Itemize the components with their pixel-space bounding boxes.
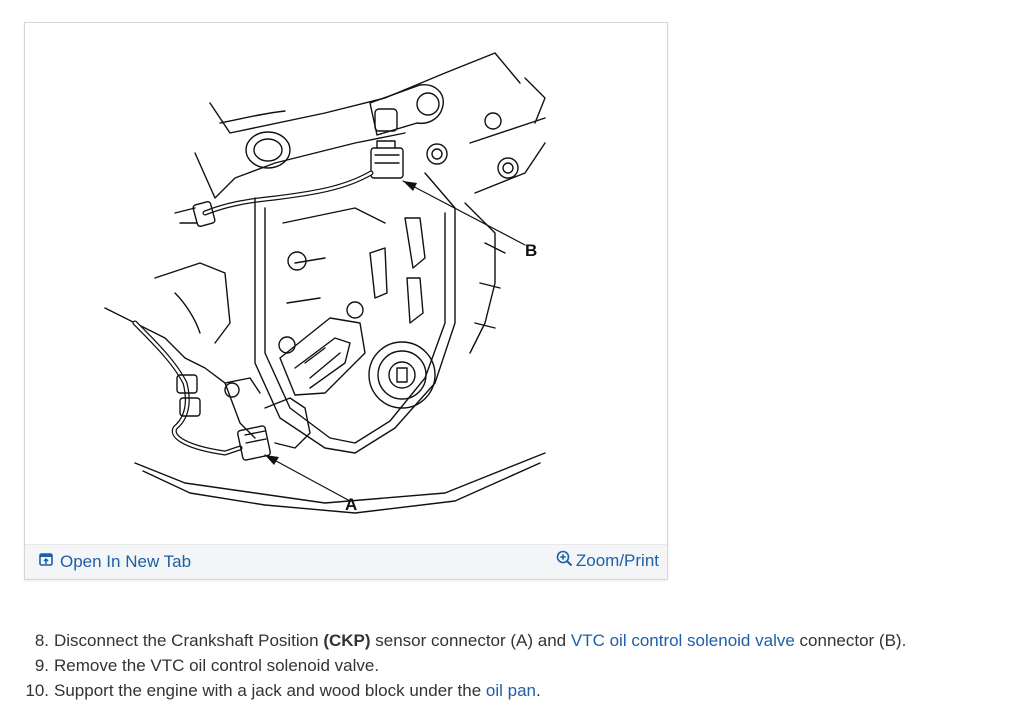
- figure-toolbar: Open In New Tab Zoom/Print: [25, 544, 667, 579]
- callout-b: B: [525, 241, 537, 260]
- step-text: sensor connector (A) and: [370, 631, 571, 650]
- open-in-new-tab-link[interactable]: Open In New Tab: [39, 552, 191, 572]
- figure-card: B A Open In New Tab Zoom/Print: [24, 22, 668, 580]
- step-number: 8.: [34, 631, 49, 650]
- open-new-tab-icon: [39, 552, 54, 572]
- step-bold-text: (CKP): [323, 631, 371, 650]
- step-text: .: [536, 681, 541, 700]
- zoom-print-label: Zoom/Print: [575, 551, 659, 570]
- step-9: 9. Remove the VTC oil control solenoid va…: [27, 653, 906, 678]
- callout-a: A: [345, 495, 357, 514]
- open-in-new-tab-label: Open In New Tab: [60, 552, 192, 571]
- step-number: 10.: [25, 681, 49, 700]
- oil-pan-link[interactable]: oil pan: [485, 681, 537, 700]
- step-text: connector (B).: [794, 631, 907, 650]
- step-8: 8. Disconnect the Crankshaft Position (CK…: [27, 628, 907, 653]
- vtc-valve-link[interactable]: VTC oil control solenoid valve: [570, 631, 795, 650]
- engine-diagram: B A: [104, 52, 546, 514]
- step-10: 10. Support the engine with a jack and wo…: [22, 678, 906, 703]
- step-text: Remove the VTC oil control solenoid valv…: [54, 656, 380, 675]
- step-number: 9.: [34, 656, 49, 675]
- step-text: Support the engine with a jack and wood …: [54, 681, 486, 700]
- zoom-print-link[interactable]: Zoom/Print: [556, 550, 659, 572]
- step-text: Disconnect the Crankshaft Position: [54, 631, 324, 650]
- zoom-in-icon: [556, 550, 573, 572]
- procedure-steps: 8. Disconnect the Crankshaft Position (CK…: [25, 628, 907, 703]
